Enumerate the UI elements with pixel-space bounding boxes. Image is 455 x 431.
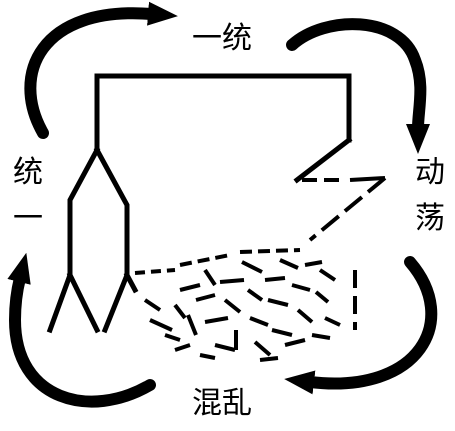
arrow-bottom-left bbox=[7, 252, 156, 408]
arrow-top-left bbox=[24, 1, 178, 139]
arrow-bottom-right bbox=[284, 256, 438, 395]
ordered-structure bbox=[46, 73, 353, 334]
label-top: 一统 bbox=[192, 21, 252, 56]
arrow-top-right bbox=[286, 18, 431, 154]
label-right-line2: 荡 bbox=[415, 201, 445, 236]
label-left-line1: 统 bbox=[13, 155, 43, 190]
label-left-line2: 一 bbox=[13, 201, 43, 236]
label-right-line1: 动 bbox=[415, 155, 445, 190]
disordered-pieces bbox=[134, 176, 387, 362]
label-bottom: 混乱 bbox=[192, 386, 252, 421]
